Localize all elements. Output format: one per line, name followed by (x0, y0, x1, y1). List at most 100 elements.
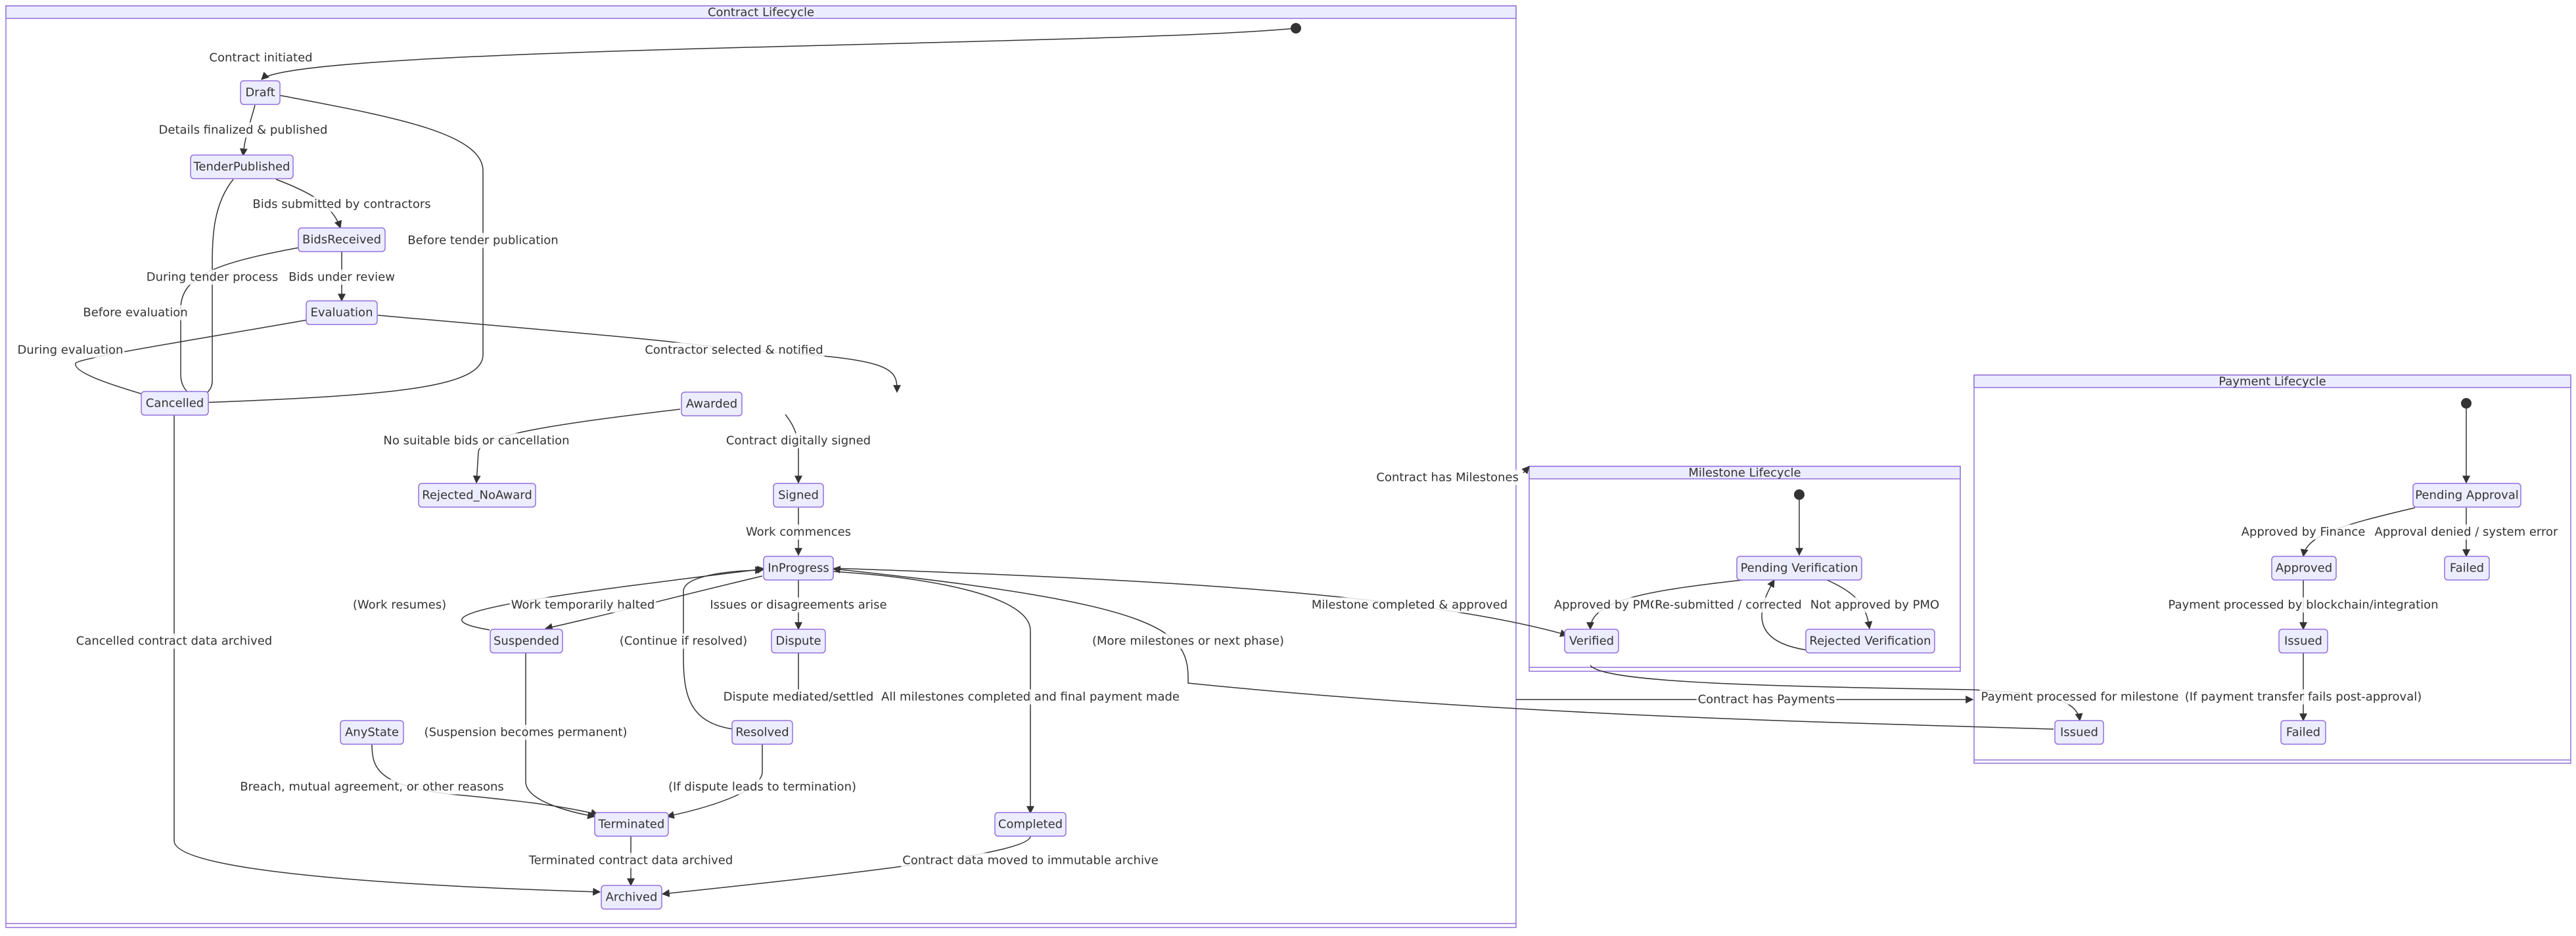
state-resolved[interactable]: Resolved (731, 720, 793, 745)
label-contract-has-payments: Contract has Payments (1698, 693, 1835, 707)
label-transfer-fails: (If payment transfer fails post-approval… (2185, 690, 2422, 704)
state-suspended[interactable]: Suspended (490, 629, 563, 654)
label-not-approved: Not approved by PMO (1810, 598, 1939, 612)
contract-start-node (1291, 23, 1301, 33)
state-suspended-label: Suspended (494, 635, 559, 648)
state-pay-approved[interactable]: Approved (2271, 556, 2337, 581)
label-work-halted: Work temporarily halted (511, 598, 655, 612)
state-pay-issued-milestone-label: Issued (2060, 726, 2098, 740)
edge-label-background (74, 633, 274, 649)
edge-label-background (708, 597, 888, 613)
label-issues-arise: Issues or disagreements arise (710, 598, 886, 612)
label-more-milestones: (More milestones or next phase) (1092, 635, 1284, 648)
edge-label-background (1979, 689, 2180, 705)
state-pay-failed-transfer[interactable]: Failed (2280, 720, 2326, 745)
label-dispute-mediated: Dispute mediated/settled (724, 690, 874, 704)
edge-draft-cancelled (200, 95, 484, 407)
edge-issued-inprogress (832, 566, 2054, 730)
edge-label-background (251, 196, 432, 212)
state-terminated[interactable]: Terminated (594, 812, 669, 837)
milestone-start-node (1794, 489, 1805, 500)
edge-label-background (2373, 524, 2560, 540)
edge-suspended-terminated (525, 652, 596, 820)
state-pay-pending-approval[interactable]: Pending Approval (2412, 483, 2521, 508)
state-pay-issued[interactable]: Issued (2278, 629, 2328, 654)
edge-anystate-terminated (371, 744, 599, 817)
state-ms-rejected-verification[interactable]: Rejected Verification (1805, 629, 1935, 654)
state-awarded[interactable]: Awarded (681, 391, 743, 416)
edge-resolved-inprogress (683, 566, 764, 730)
state-signed-label: Signed (778, 489, 819, 502)
edge-label-background (1310, 597, 1509, 613)
label-contract-has-milestones: Contract has Milestones (1376, 471, 1519, 485)
state-cancelled[interactable]: Cancelled (141, 391, 209, 416)
state-draft-label: Draft (245, 86, 275, 100)
state-in-progress-label: InProgress (768, 562, 829, 575)
state-awarded-label: Awarded (686, 397, 737, 411)
edge-cancelled-archived (173, 415, 601, 896)
state-pay-approved-label: Approved (2276, 562, 2332, 575)
state-ms-verified[interactable]: Verified (1564, 629, 1619, 654)
state-bids-received[interactable]: BidsReceived (298, 227, 386, 252)
label-continue-if-resolved: (Continue if resolved) (620, 635, 747, 648)
label-terminated-archived: Terminated contract data archived (528, 854, 733, 868)
state-terminated-label: Terminated (598, 818, 665, 832)
state-pay-issued-label: Issued (2284, 635, 2322, 648)
label-before-evaluation: Before evaluation (83, 306, 187, 320)
edge-label-background (509, 597, 656, 613)
edge-label-background (16, 342, 125, 358)
state-rejected-noaward[interactable]: Rejected_NoAward (418, 483, 536, 508)
label-cancelled-archived: Cancelled contract data archived (76, 635, 272, 648)
state-ms-verified-label: Verified (1569, 635, 1614, 648)
label-suspension-permanent: (Suspension becomes permanent) (425, 726, 628, 740)
edge-label-background (287, 269, 396, 285)
label-payment-for-milestone: Payment processed for milestone (1981, 690, 2179, 704)
edge-label-background (423, 724, 629, 740)
edge-label-background (208, 50, 314, 66)
state-pay-failed-transfer-label: Failed (2286, 726, 2320, 740)
label-bids-under-review: Bids under review (288, 271, 395, 284)
label-during-tender: During tender process (147, 271, 279, 284)
state-any-state[interactable]: AnyState (340, 720, 404, 745)
label-payment-processed: Payment processed by blockchain/integrat… (2168, 598, 2438, 612)
edge-label-background (145, 269, 280, 285)
label-bids-submitted: Bids submitted by contractors (252, 198, 430, 212)
label-work-resumes: (Work resumes) (353, 598, 446, 612)
state-rejected-noaward-label: Rejected_NoAward (422, 489, 532, 502)
state-draft[interactable]: Draft (240, 80, 281, 105)
state-cancelled-label: Cancelled (146, 397, 204, 411)
label-before-tender-publication: Before tender publication (407, 234, 558, 248)
edge-label-background (667, 779, 858, 795)
edge-label-background (157, 122, 329, 138)
state-archived-label: Archived (606, 891, 658, 904)
edge-label-background (1696, 692, 1837, 707)
contract-lifecycle-title: Contract Lifecycle (708, 6, 814, 20)
state-dispute[interactable]: Dispute (771, 629, 826, 654)
edge-label-background (722, 689, 875, 705)
label-details-finalized: Details finalized & published (159, 123, 328, 137)
edge-label-background (643, 342, 825, 358)
label-no-suitable-bids: No suitable bids or cancellation (383, 434, 569, 448)
state-pay-failed-approval[interactable]: Failed (2444, 556, 2490, 581)
state-ms-rejected-verification-label: Rejected Verification (1809, 635, 1931, 648)
edge-label-background (724, 433, 873, 449)
state-signed[interactable]: Signed (773, 483, 824, 508)
edge-label-background (744, 524, 853, 540)
state-tender-published[interactable]: TenderPublished (190, 154, 294, 179)
label-immutable-archive: Contract data moved to immutable archive (902, 854, 1159, 868)
edge-label-background (2167, 597, 2440, 613)
edge-label-background (1808, 597, 1941, 613)
label-approved-by-pmo: Approved by PMO (1554, 598, 1659, 612)
state-ms-pending-verification[interactable]: Pending Verification (1736, 556, 1862, 581)
edge-label-background (2240, 524, 2367, 540)
state-in-progress[interactable]: InProgress (763, 556, 834, 581)
state-pay-failed-approval-label: Failed (2450, 562, 2484, 575)
edge-label-background (880, 689, 1181, 705)
state-archived[interactable]: Archived (601, 885, 662, 910)
state-pay-issued-milestone[interactable]: Issued (2054, 720, 2104, 745)
state-evaluation[interactable]: Evaluation (306, 300, 378, 325)
state-completed[interactable]: Completed (994, 812, 1067, 837)
edge-label-background (1375, 470, 1520, 485)
edge-label-background (81, 305, 189, 321)
